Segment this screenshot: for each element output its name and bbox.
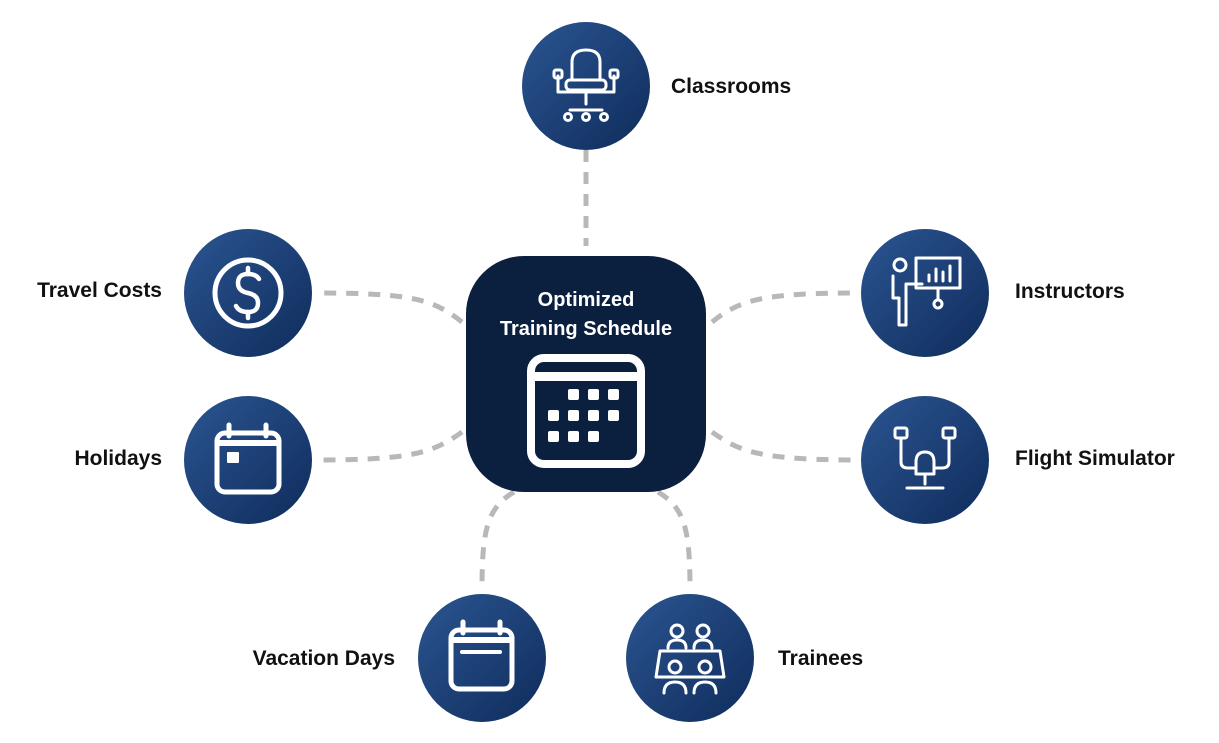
node-trainees-circle (626, 594, 754, 722)
calendar-marked-icon (214, 422, 282, 495)
dollar-coin-icon (212, 257, 284, 329)
calendar-icon (448, 619, 515, 692)
node-vacation-days (418, 594, 546, 722)
connector-travel-costs (317, 290, 464, 324)
connectors (317, 150, 861, 591)
node-holidays (184, 396, 312, 524)
node-holidays-circle (184, 396, 312, 524)
center-title-line1: Optimized (537, 289, 635, 311)
label-travel-costs: Travel Costs (37, 279, 162, 302)
connector-flight-simulator (710, 429, 861, 463)
center-title-line2: Training Schedule (499, 318, 673, 340)
center-node (466, 256, 706, 492)
node-flight-simulator-circle (861, 396, 989, 524)
center-title: Optimized Training Schedule (466, 286, 706, 344)
node-instructors-circle (861, 229, 989, 357)
label-flight-simulator: Flight Simulator (1015, 447, 1175, 470)
node-trainees (626, 594, 754, 722)
label-trainees: Trainees (778, 647, 864, 670)
node-classrooms (522, 22, 650, 150)
connector-trainees (656, 489, 693, 591)
calendar-grid-icon (527, 354, 645, 468)
node-travel-costs (184, 229, 312, 357)
label-vacation-days: Vacation Days (252, 647, 395, 670)
label-holidays: Holidays (74, 447, 162, 470)
office-chair-icon (552, 48, 620, 122)
node-instructors (861, 229, 989, 357)
flight-simulator-icon (893, 426, 957, 490)
connector-vacation-days (479, 489, 516, 591)
presenter-board-icon (891, 256, 962, 327)
node-flight-simulator (861, 396, 989, 524)
node-classrooms-circle (522, 22, 650, 150)
node-vacation-days-circle (418, 594, 546, 722)
people-at-table-icon (654, 623, 726, 695)
connector-holidays (317, 429, 464, 463)
label-classrooms: Classrooms (671, 75, 792, 98)
label-instructors: Instructors (1015, 280, 1125, 303)
connector-instructors (710, 290, 861, 324)
